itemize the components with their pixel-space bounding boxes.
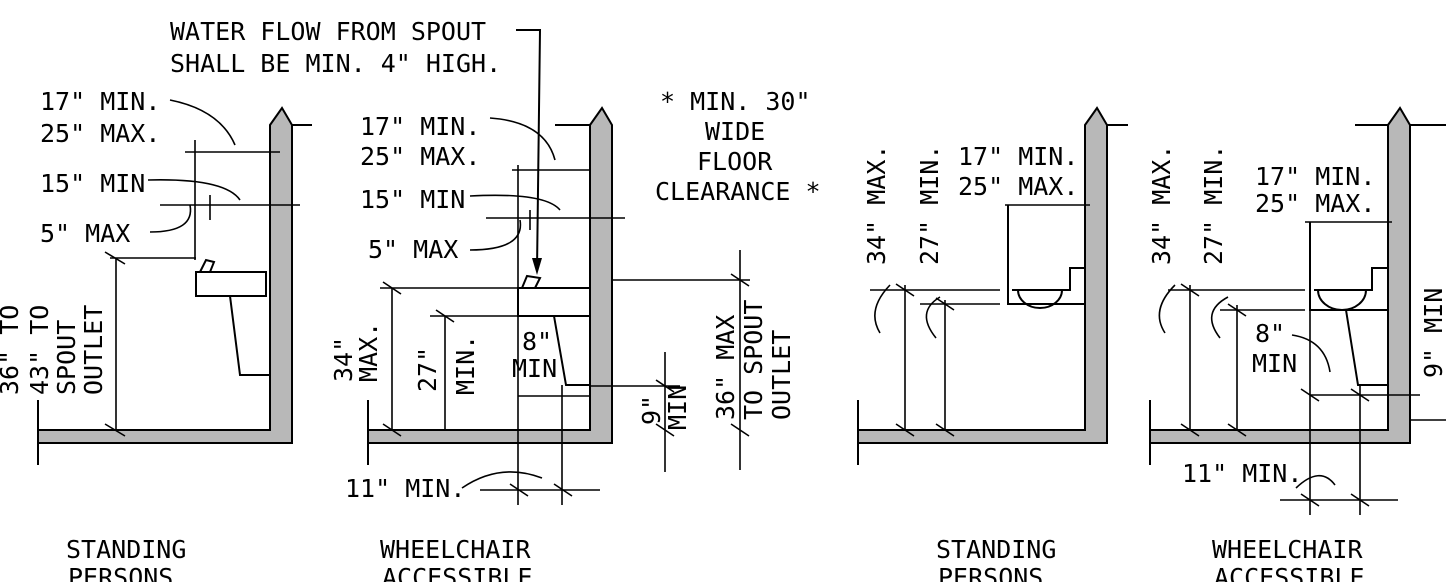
- fountain-recess: [1309, 222, 1388, 311]
- fountain-bracket: [229, 295, 270, 376]
- p4-dim-top-1: 17" MIN.: [1255, 162, 1375, 191]
- p4-v34: 34" MAX.: [1147, 145, 1176, 265]
- p3-dim-top-1: 17" MIN.: [958, 142, 1078, 171]
- p2-v36-2: TO SPOUT: [739, 300, 768, 420]
- p2-v9-1: 9": [637, 395, 666, 425]
- p2-v27-2: MIN.: [451, 335, 480, 395]
- p1-dim-top-1: 17" MIN.: [40, 87, 160, 116]
- p4-dim-8-2: MIN: [1252, 349, 1297, 378]
- fountain-bracket: [1345, 309, 1388, 386]
- p2-dim-15: 15" MIN: [360, 185, 465, 214]
- water-flow-arrow: [532, 258, 542, 275]
- p1-caption-2: PERSONS: [68, 563, 173, 582]
- p1-dim-5: 5" MAX: [40, 219, 130, 248]
- p4-dim-top-2: 25" MAX.: [1255, 189, 1375, 218]
- p1-vertical-3: SPOUT: [52, 320, 81, 395]
- p2-dim-top-1: 17" MIN.: [360, 112, 480, 141]
- p2-dim-8-1: 8": [522, 327, 552, 356]
- p2-caption-1: WHEELCHAIR: [380, 535, 531, 564]
- clearance-note-line3: FLOOR: [697, 147, 773, 176]
- fountain-basin: [1314, 267, 1388, 291]
- p4-caption-1: WHEELCHAIR: [1212, 535, 1363, 564]
- clearance-note-line1: * MIN. 30": [660, 87, 811, 116]
- fountain-bracket: [553, 315, 590, 386]
- p2-v9-2: MIN: [663, 385, 692, 430]
- p3-v34: 34" MAX.: [862, 145, 891, 265]
- panel-standing-2: 34" MAX. 27" MIN. 17" MIN. 25" MAX. STAN…: [857, 106, 1128, 582]
- p4-v9: 9" MIN: [1419, 288, 1446, 378]
- p4-dim-8-1: 8": [1255, 319, 1285, 348]
- fountain-spout: [199, 258, 216, 273]
- fountain-bowl: [1017, 289, 1063, 309]
- p2-dim-8-2: MIN: [512, 354, 557, 383]
- p1-vertical-4: OUTLET: [79, 305, 108, 395]
- water-flow-note-line1: WATER FLOW FROM SPOUT: [170, 17, 486, 46]
- clearance-note-line4: CLEARANCE *: [655, 177, 821, 206]
- p2-v36-1: 36" MAX: [711, 315, 740, 420]
- p2-v27-1: 27": [413, 347, 442, 392]
- p2-dim-5: 5" MAX: [368, 235, 458, 264]
- fountain-recess: [1007, 205, 1085, 305]
- wall-floor-section: [1149, 106, 1411, 444]
- clearance-note-line2: WIDE: [705, 117, 765, 146]
- wall-floor-section: [37, 106, 293, 444]
- p4-v27: 27" MIN.: [1199, 145, 1228, 265]
- fountain-basin: [195, 271, 267, 297]
- p3-v27: 27" MIN.: [915, 145, 944, 265]
- wall-floor-section: [857, 106, 1108, 444]
- p3-caption-2: PERSONS: [938, 563, 1043, 582]
- p4-caption-2: ACCESSIBLE: [1214, 563, 1365, 582]
- panel-wheelchair-2: 34" MAX. 27" MIN. 17" MIN. 25" MAX. 8" M…: [1147, 106, 1446, 582]
- p2-v34-1: 34": [329, 337, 358, 382]
- p4-dim-11: 11" MIN.: [1182, 459, 1302, 488]
- p2-v34-2: MAX.: [354, 322, 383, 382]
- fountain-spout: [521, 274, 542, 289]
- p2-caption-2: ACCESSIBLE: [382, 563, 533, 582]
- wall-floor-section: [367, 106, 613, 444]
- p1-dim-top-2: 25" MAX.: [40, 119, 160, 148]
- fountain-bowl: [1317, 289, 1367, 311]
- p1-vertical-2: 43" TO: [25, 305, 54, 395]
- p1-dim-15: 15" MIN: [40, 169, 145, 198]
- p2-dim-top-2: 25" MAX.: [360, 142, 480, 171]
- water-flow-note-line2: SHALL BE MIN. 4" HIGH.: [170, 49, 501, 78]
- p2-v36-3: OUTLET: [767, 330, 796, 420]
- p2-dim-11: 11" MIN.: [345, 474, 465, 503]
- p1-caption-1: STANDING: [66, 535, 186, 564]
- p3-dim-top-2: 25" MAX.: [958, 172, 1078, 201]
- fountain-basin: [517, 287, 591, 317]
- water-flow-leader: [516, 29, 542, 271]
- panel-standing-1: 17" MIN. 25" MAX. 15" MIN 5" MAX 36" TO …: [0, 87, 312, 582]
- fountain-basin: [1012, 267, 1085, 291]
- p3-caption-1: STANDING: [936, 535, 1056, 564]
- panel-wheelchair-1: 17" MIN. 25" MAX. 15" MIN 5" MAX 34" MAX…: [329, 106, 796, 582]
- p1-vertical-1: 36" TO: [0, 305, 24, 395]
